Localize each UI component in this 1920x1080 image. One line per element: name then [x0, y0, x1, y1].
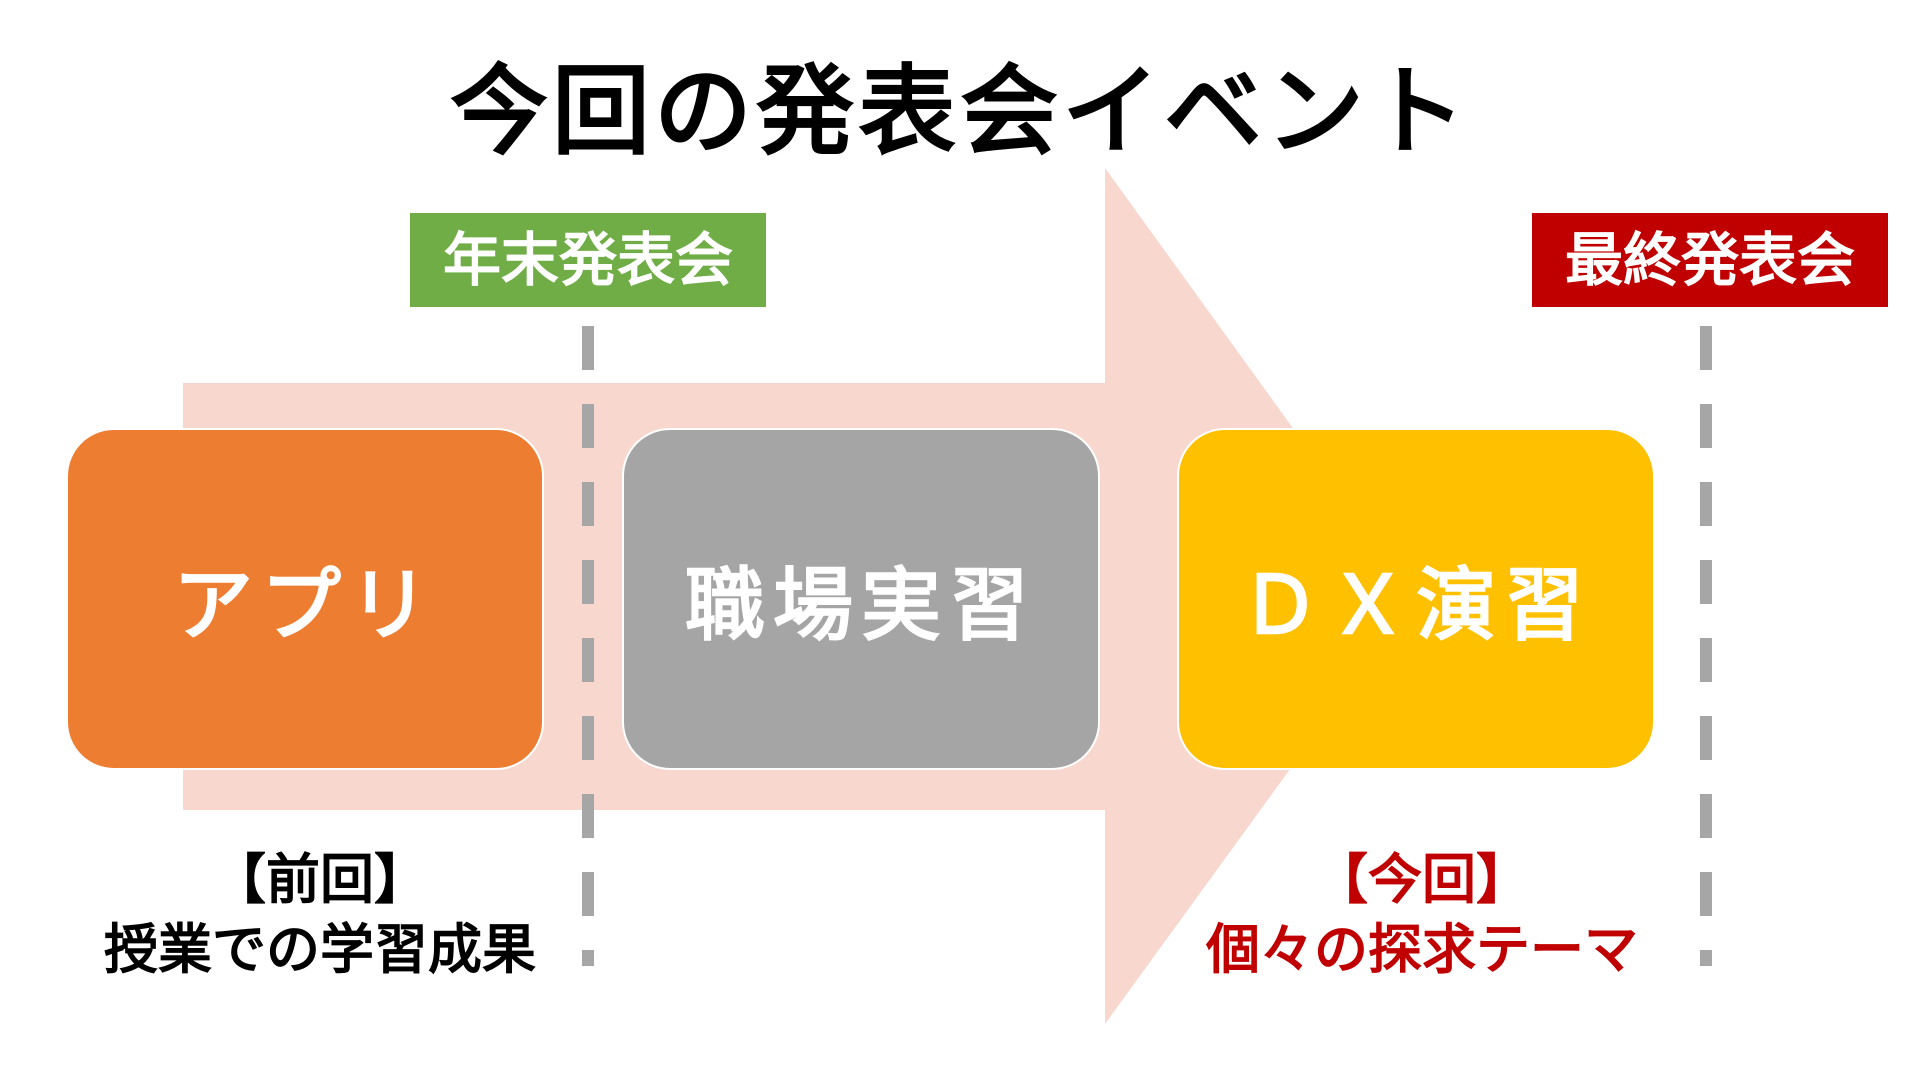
final-divider-line — [1700, 326, 1712, 966]
previous-caption-text: 授業での学習成果 — [104, 918, 536, 981]
page-title: 今回の発表会イベント — [449, 55, 1470, 169]
current-caption: 【今回】 個々の探求テーマ — [1172, 845, 1672, 985]
current-caption-heading: 【今回】 — [1314, 848, 1530, 911]
final-presentation-badge: 最終発表会 — [1532, 213, 1888, 307]
phase-box-app: アプリ — [66, 428, 544, 770]
phase-box-workplace-training: 職場実習 — [622, 428, 1100, 770]
current-caption-text: 個々の探求テーマ — [1206, 918, 1638, 981]
year-end-presentation-badge: 年末発表会 — [410, 213, 766, 307]
phase-box-dx-exercise: ＤＸ演習 — [1177, 428, 1655, 770]
previous-caption: 【前回】 授業での学習成果 — [70, 845, 570, 985]
year-end-divider-line — [582, 326, 594, 966]
previous-caption-heading: 【前回】 — [212, 848, 428, 911]
